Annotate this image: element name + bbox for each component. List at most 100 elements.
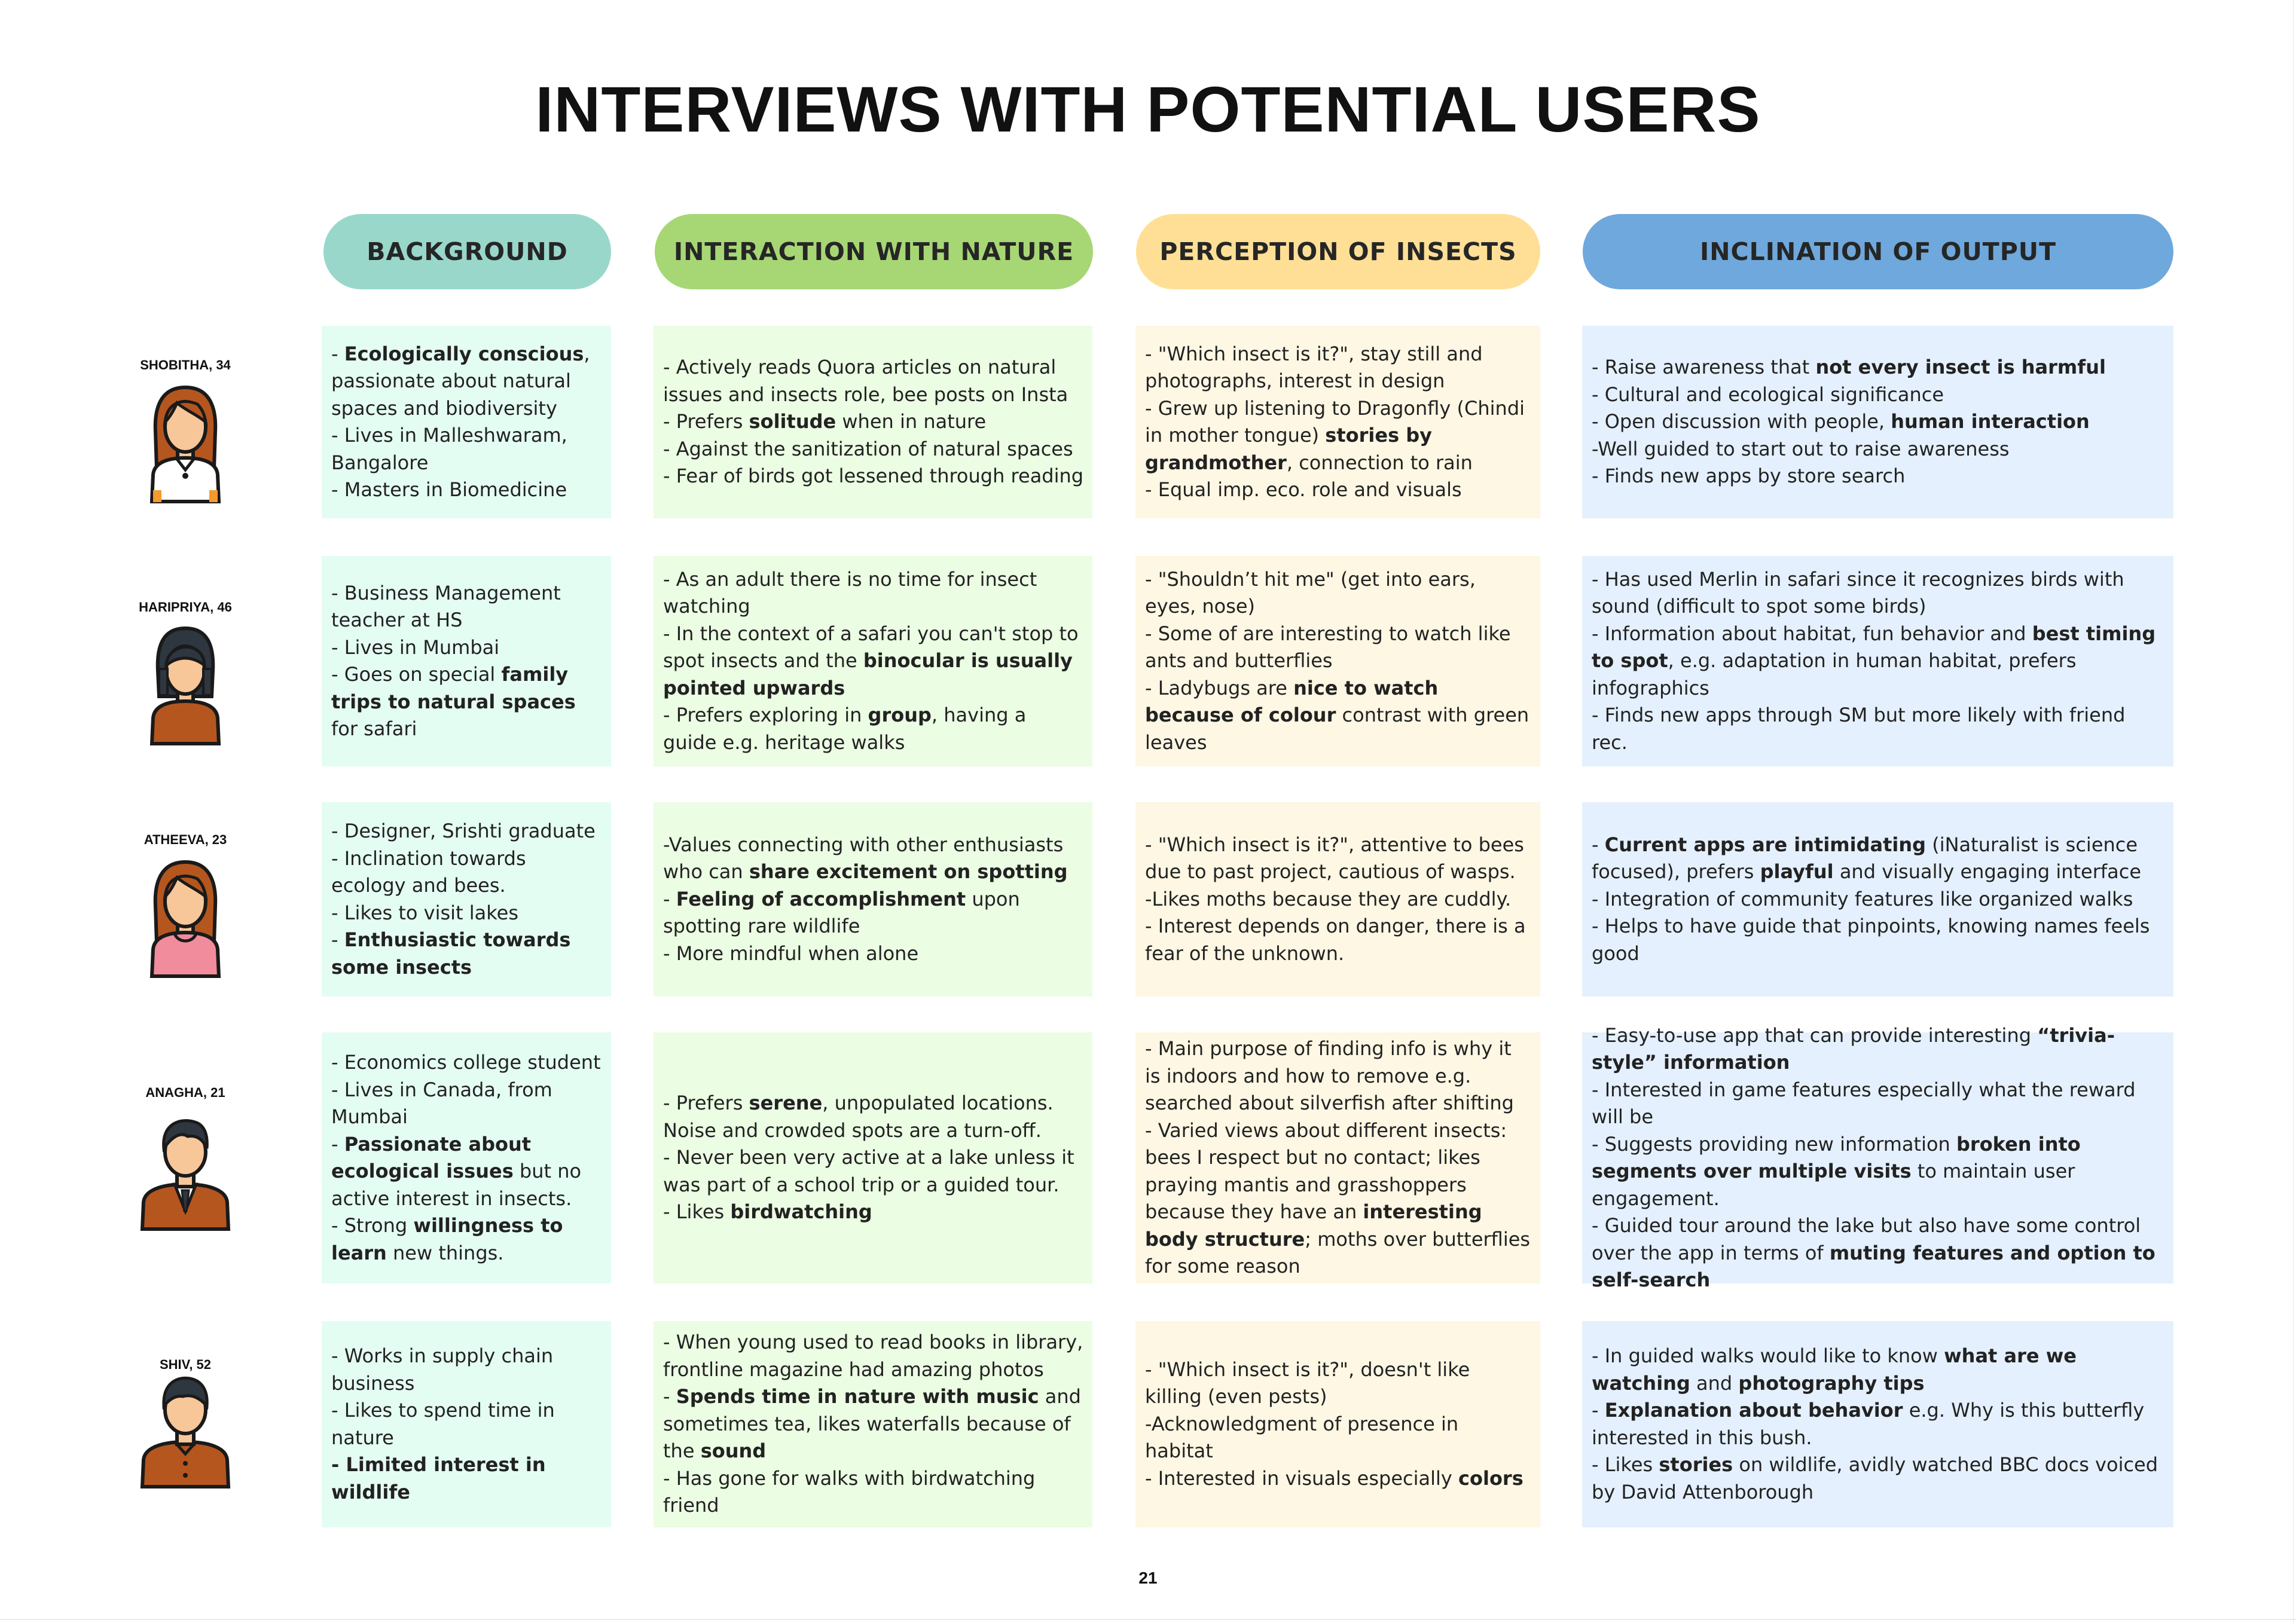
page-title: INTERVIEWS WITH POTENTIAL USERS: [535, 73, 1761, 145]
cell-perception: - "Shouldn’t hit me" (get into ears, eye…: [1135, 556, 1540, 766]
header-interaction: INTERACTION WITH NATURE: [655, 214, 1093, 289]
cell-line: - Main purpose of finding info is why it…: [1145, 1035, 1532, 1117]
cell-line: - Passionate about ecological issues but…: [331, 1131, 603, 1213]
text: -Well guided to start out to raise aware…: [1592, 437, 2010, 460]
cell-interaction: -Values connecting with other enthusiast…: [654, 802, 1092, 997]
cell-line: - In guided walks would like to know wha…: [1592, 1343, 2165, 1397]
bold-text: Enthusiastic towards some insects: [331, 928, 571, 979]
text: -Likes moths because they are cuddly.: [1145, 887, 1512, 910]
person-anagha: ANAGHA, 21: [138, 1085, 233, 1232]
text: , connection to rain: [1286, 451, 1473, 474]
text: - Raise awareness that: [1592, 356, 1816, 379]
text: - Open discussion with people,: [1592, 410, 1891, 433]
cell-line: - Against the sanitization of natural sp…: [663, 436, 1084, 463]
person-name: SHOBITHA, 34: [140, 357, 231, 372]
bold-text: interesting body structure: [1145, 1200, 1482, 1251]
cell-line: - As an adult there is no time for insec…: [663, 566, 1084, 621]
bold-text: family trips to natural spaces: [331, 663, 576, 713]
text: - Cultural and ecological significance: [1592, 383, 1944, 406]
cell-line: -Well guided to start out to raise aware…: [1592, 436, 2165, 463]
cell-line: - Designer, Srishti graduate: [331, 818, 603, 845]
bottom-divider: [0, 1619, 2296, 1620]
cell-line: - Finds new apps by store search: [1592, 463, 2165, 490]
person-shiv: SHIV, 52: [138, 1357, 233, 1490]
cell-line: - Business Management teacher at HS: [331, 580, 603, 634]
text: - Likes to spend time in nature: [331, 1399, 555, 1449]
cell-background: - Business Management teacher at HS- Liv…: [322, 556, 611, 766]
text: - "Which insect is it?", stay still and …: [1145, 342, 1483, 393]
cell-line: - In the context of a safari you can't s…: [663, 621, 1084, 702]
cell-background: - Designer, Srishti graduate- Inclinatio…: [322, 802, 611, 997]
cell-line: - Likes to visit lakes: [331, 900, 603, 927]
text: - Goes on special: [331, 663, 502, 686]
cell-line: - Prefers solitude when in nature: [663, 408, 1084, 436]
text: and sometimes tea, likes waterfalls beca…: [663, 1385, 1081, 1463]
text: - "Which insect is it?", doesn't like ki…: [1145, 1358, 1470, 1408]
cell-background: - Ecologically conscious, passionate abo…: [322, 326, 611, 518]
bold-text: human interaction: [1891, 410, 2090, 433]
cell-line: - Strong willingness to learn new things…: [331, 1212, 603, 1267]
text: - Prefers: [663, 1092, 749, 1115]
bold-text: stories by grandmother: [1145, 424, 1433, 474]
person-shobitha: SHOBITHA, 34: [138, 357, 233, 505]
cell-line: - Actively reads Quora articles on natur…: [663, 354, 1084, 408]
text: - Inclination towards ecology and bees.: [331, 846, 526, 897]
cell-line: - Lives in Malleshwaram, Bangalore: [331, 422, 603, 476]
person-name: HARIPRIYA, 46: [139, 600, 232, 615]
text: - Lives in Canada, from Mumbai: [331, 1078, 552, 1129]
text: and: [1690, 1371, 1739, 1395]
text: - Suggests providing new information: [1592, 1132, 1956, 1156]
cell-interaction: - When young used to read books in libra…: [654, 1321, 1092, 1527]
text: (iNaturalist is science focused), prefer…: [1592, 833, 2138, 884]
text: - Actively reads Quora articles on natur…: [663, 356, 1068, 406]
text: to maintain user engagement.: [1592, 1160, 2075, 1210]
person-atheeva: ATHEEVA, 23: [138, 832, 233, 979]
bold-text: share excitement on spotting: [749, 860, 1068, 884]
cell-line: - Explanation about behavior e.g. Why is…: [1592, 1397, 2165, 1451]
cell-line: - Interested in visuals especially color…: [1145, 1465, 1532, 1493]
text: - Strong: [331, 1214, 414, 1237]
cell-line: - Likes birdwatching: [663, 1199, 1084, 1226]
woman-avatar-icon: [149, 385, 221, 503]
bold-text: Feeling of accomplishment: [676, 887, 966, 910]
text: - Has gone for walks with birdwatching f…: [663, 1466, 1036, 1517]
cell-line: - Integration of community features like…: [1592, 886, 2165, 913]
cell-line: - Likes stories on wildlife, avidly watc…: [1592, 1451, 2165, 1506]
header-inclination: INCLINATION OF OUTPUT: [1583, 214, 2173, 289]
right-divider: [2293, 0, 2294, 1623]
woman-bob-hair-avatar-icon: [149, 626, 221, 745]
bold-text: group: [868, 704, 932, 727]
cell-line: - Easy-to-use app that can provide inter…: [1592, 1022, 2165, 1077]
cell-line: - More mindful when alone: [663, 940, 1084, 968]
text: - Helps to have guide that pinpoints, kn…: [1592, 915, 2150, 965]
text: , e.g. adaptation in human habitat, pref…: [1592, 649, 2077, 699]
bold-text: muting features and option to self-searc…: [1592, 1241, 2155, 1292]
text: - Economics college student: [331, 1051, 601, 1074]
cell-line: - Ladybugs are nice to watch because of …: [1145, 675, 1532, 757]
bold-text: Spends time in nature with music: [676, 1385, 1039, 1408]
text: - When young used to read books in libra…: [663, 1331, 1083, 1381]
bold-text: broken into segments over multiple visit…: [1592, 1132, 2081, 1183]
text: - Interest depends on danger, there is a…: [1145, 915, 1526, 965]
text: - Has used Merlin in safari since it rec…: [1592, 567, 2124, 618]
text: contrast with green leaves: [1145, 704, 1529, 754]
text: - Interested in game features especially…: [1592, 1078, 2136, 1129]
text: - Grew up listening to Dragonfly (Chindi…: [1145, 396, 1525, 447]
cell-line: - "Which insect is it?", doesn't like ki…: [1145, 1356, 1532, 1411]
cell-line: - Economics college student: [331, 1049, 603, 1077]
bold-text: “trivia-style” information: [1592, 1023, 2115, 1074]
cell-line: - Has used Merlin in safari since it rec…: [1592, 566, 2165, 621]
text: upon spotting rare wildlife: [663, 887, 1020, 938]
person-name: ATHEEVA, 23: [144, 832, 227, 847]
cell-line: - Prefers serene, unpopulated locations.…: [663, 1090, 1084, 1144]
cell-line: -Acknowledgment of presence in habitat: [1145, 1411, 1532, 1465]
cell-line: - Finds new apps through SM but more lik…: [1592, 702, 2165, 756]
text: - Likes: [663, 1200, 731, 1224]
text: - Against the sanitization of natural sp…: [663, 437, 1073, 460]
text: - Integration of community features like…: [1592, 887, 2133, 910]
cell-line: - Current apps are intimidating (iNatura…: [1592, 832, 2165, 886]
cell-line: - Likes to spend time in nature: [331, 1397, 603, 1451]
bold-text: sound: [700, 1439, 767, 1463]
text: - More mindful when alone: [663, 942, 919, 965]
cell-line: - Guided tour around the lake but also h…: [1592, 1212, 2165, 1294]
